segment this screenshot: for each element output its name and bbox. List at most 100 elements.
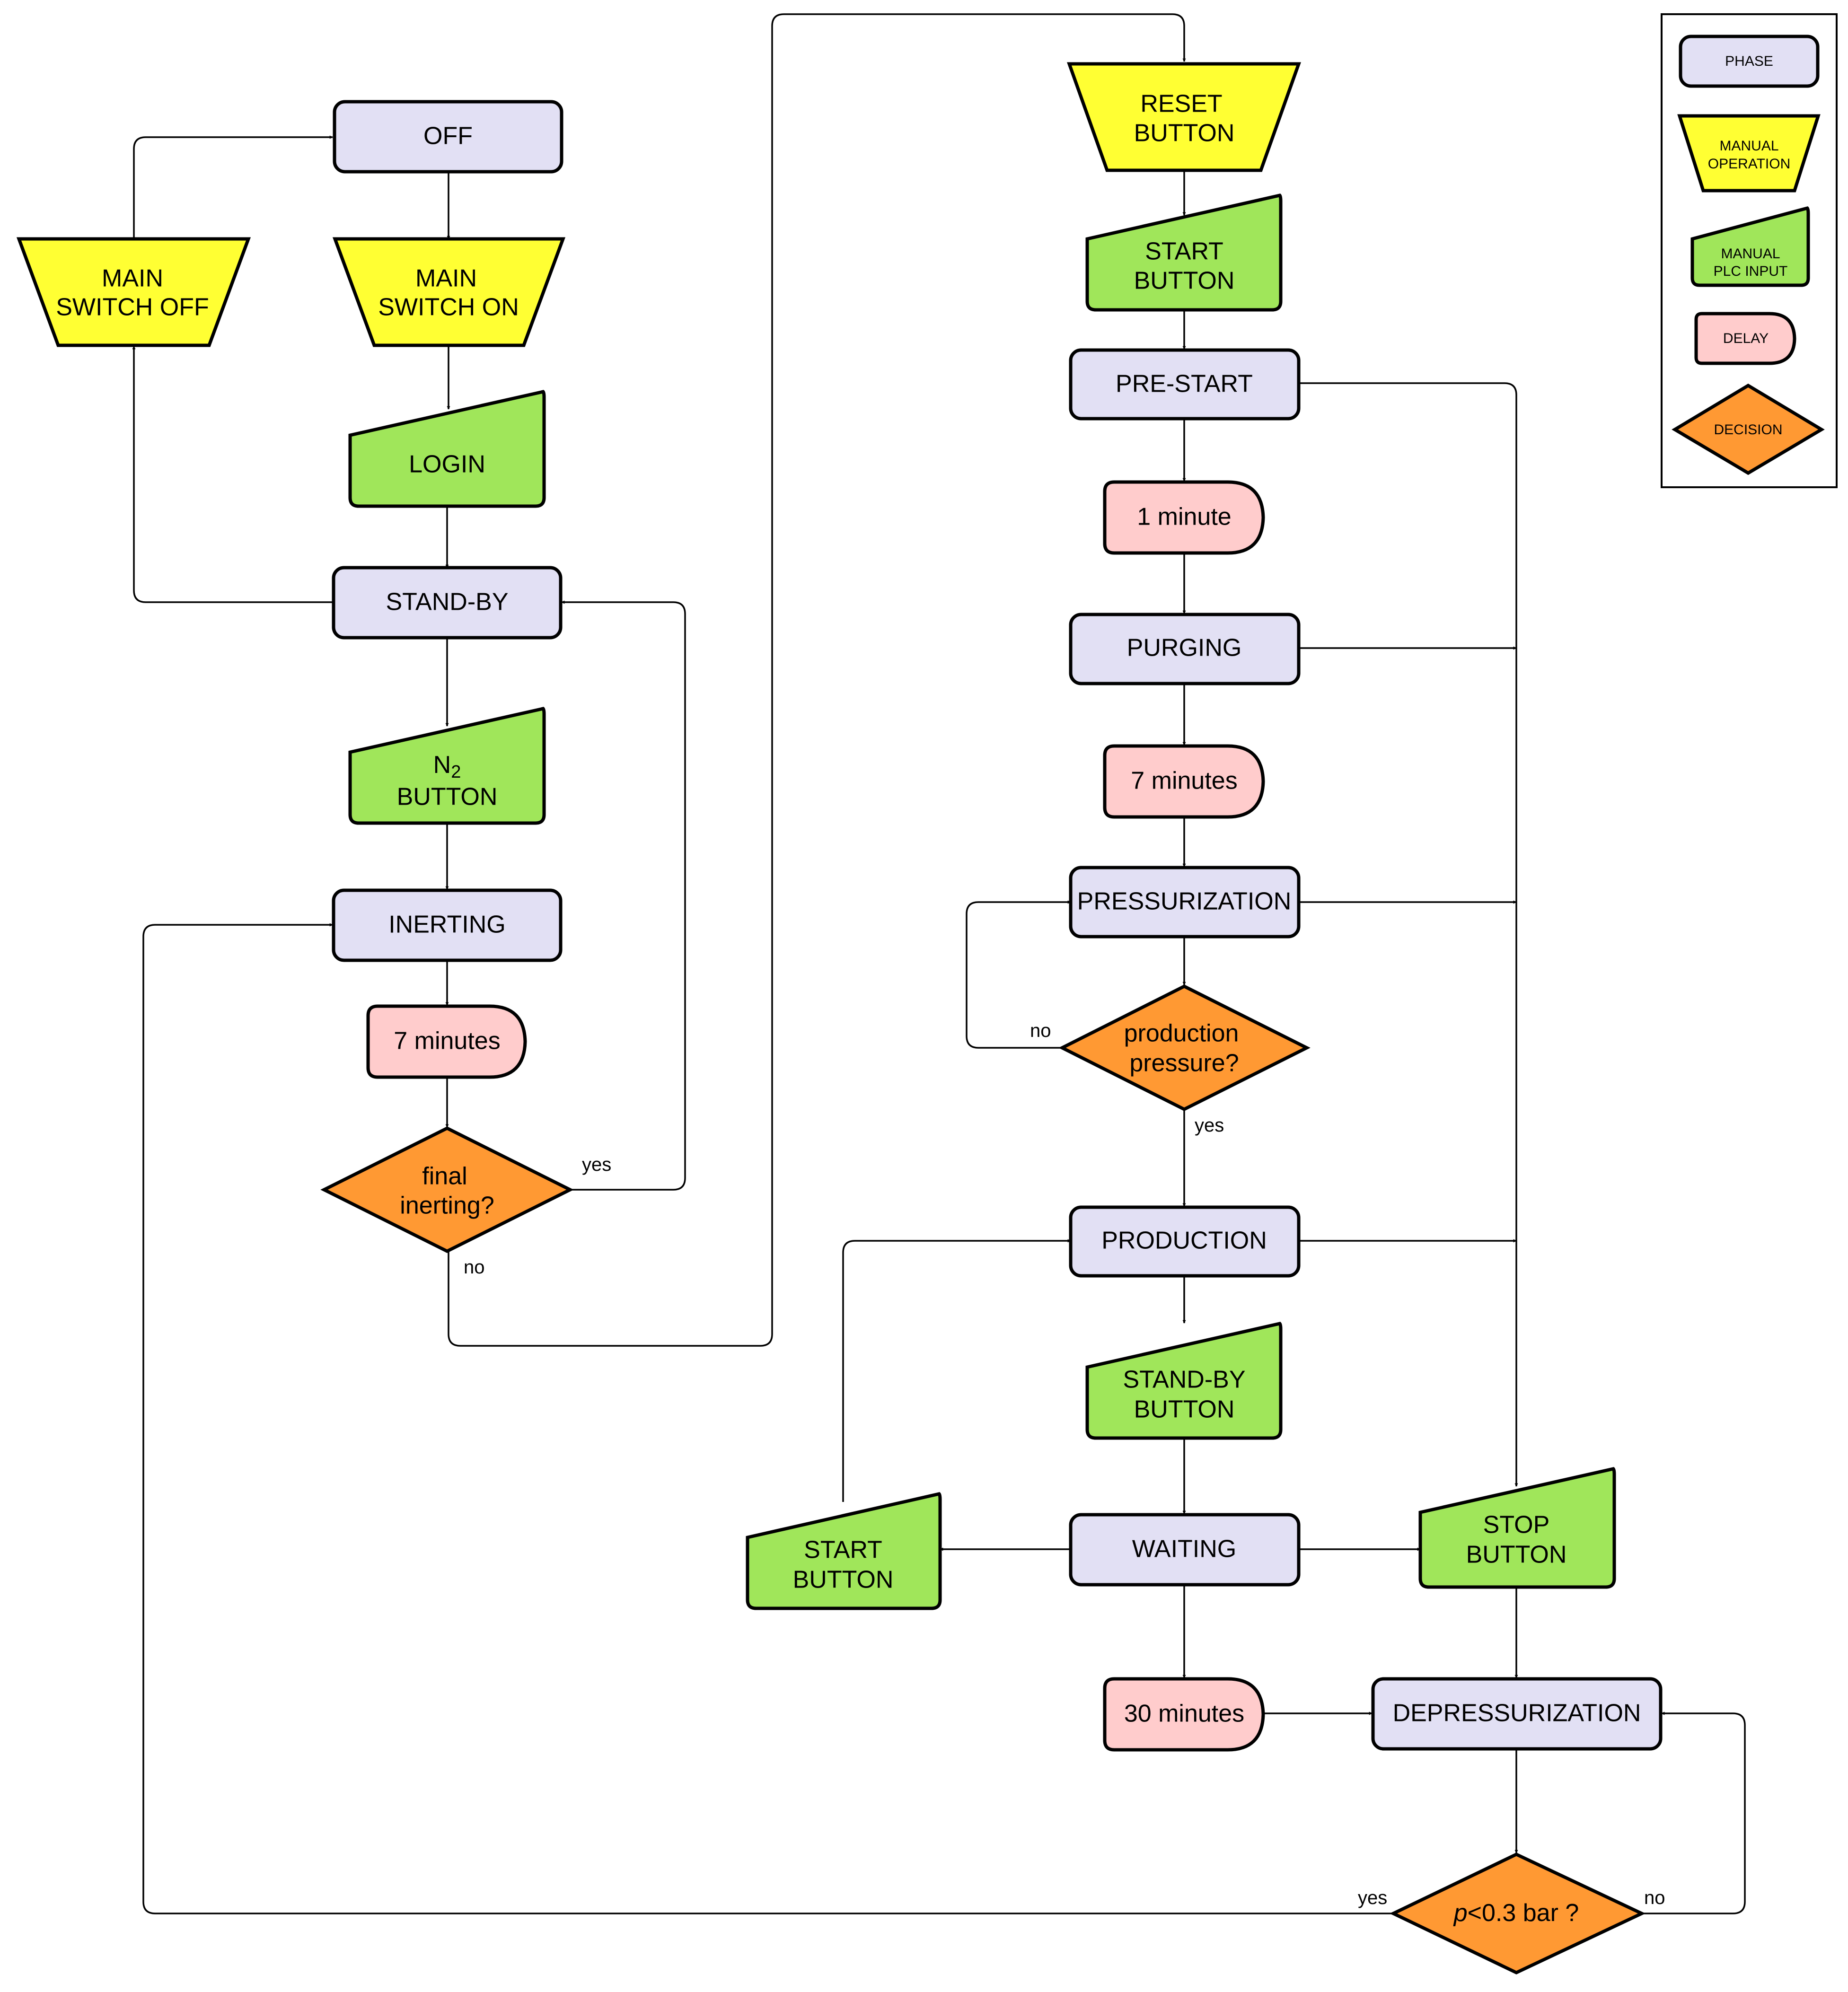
node-pressure-check: p<0.3 bar ? — [1389, 1852, 1646, 1974]
node-standby-button: STAND-BY BUTTON — [1085, 1322, 1283, 1440]
node-pressurization-label: PRESSURIZATION — [1077, 888, 1292, 915]
label-pressure-check-no: no — [1644, 1887, 1665, 1908]
node-start-button-top: START BUTTON — [1085, 193, 1283, 312]
edge-production-pressure-no-to-pressurization — [966, 900, 1071, 1049]
node-standby-button-label-2: BUTTON — [1134, 1396, 1235, 1423]
node-production-pressure-label-1: production — [1124, 1020, 1239, 1047]
node-inerting: INERTING — [332, 888, 563, 962]
node-off-label: OFF — [423, 123, 473, 150]
delay-shape — [1103, 1677, 1265, 1752]
node-final-inerting-label-2: inerting? — [400, 1192, 494, 1220]
label-final-inerting-no: no — [464, 1257, 485, 1278]
node-final-inerting-label-1: final — [422, 1163, 467, 1190]
node-depressurization-label: DEPRESSURIZATION — [1393, 1700, 1641, 1727]
node-standby-label: STAND-BY — [386, 588, 508, 616]
edge-pressure-check-yes-to-inerting — [142, 923, 1393, 1914]
node-start-button-top-label-2: BUTTON — [1134, 267, 1235, 295]
node-depressurization: DEPRESSURIZATION — [1371, 1677, 1663, 1751]
node-waiting: WAITING — [1069, 1513, 1301, 1587]
node-production-label: PRODUCTION — [1101, 1227, 1267, 1255]
node-login: LOGIN — [348, 390, 546, 508]
delay-shape — [366, 1004, 527, 1079]
node-delay-30min: 30 minutes — [1103, 1677, 1265, 1752]
node-standby: STAND-BY — [332, 566, 563, 640]
edge-final-inerting-no-to-reset — [448, 13, 1186, 1347]
node-production: PRODUCTION — [1069, 1205, 1301, 1278]
phase-box — [332, 566, 563, 640]
node-prestart-label: PRE-START — [1116, 370, 1253, 398]
edge-labels: yes no no yes yes no — [464, 1020, 1665, 1908]
phase-box — [1069, 348, 1301, 421]
legend-item-manual-operation: MANUAL OPERATION — [1677, 114, 1821, 193]
node-n2-button: N2 BUTTON — [348, 707, 546, 825]
legend-item-decision: DECISION — [1672, 383, 1825, 475]
node-delay-7min-a: 7 minutes — [366, 1004, 527, 1079]
node-reset-button: RESET BUTTON — [1067, 62, 1301, 172]
legend-phase-swatch — [1679, 35, 1820, 88]
node-production-pressure-label-2: pressure? — [1129, 1050, 1239, 1077]
node-reset-button-label-1: RESET — [1140, 90, 1222, 118]
node-stop-button-label-1: STOP — [1483, 1511, 1550, 1539]
edge-main-switch-off-to-off — [133, 135, 333, 239]
node-delay-30min-label: 30 minutes — [1124, 1700, 1244, 1728]
node-main-switch-on-label-1: MAIN — [415, 265, 477, 292]
legend-manual-operation-label-2: OPERATION — [1708, 156, 1790, 172]
node-start-button-bottom: START BUTTON — [746, 1492, 942, 1610]
node-standby-button-label-1: STAND-BY — [1123, 1366, 1245, 1394]
edge-start-button-to-production — [842, 1239, 1071, 1502]
node-delay-1min-label: 1 minute — [1137, 503, 1231, 531]
label-final-inerting-yes: yes — [582, 1154, 611, 1175]
manual-operation-shape — [1067, 62, 1301, 172]
label-production-pressure-yes: yes — [1195, 1115, 1224, 1136]
edges — [132, 13, 1746, 1914]
phase-box — [1069, 1513, 1301, 1587]
phase-box — [1069, 613, 1301, 685]
decision-shape — [320, 1126, 574, 1253]
delay-shape — [1103, 744, 1265, 819]
manual-plc-input-shape — [348, 707, 546, 825]
node-pressurization: PRESSURIZATION — [1069, 866, 1301, 939]
node-purging-label: PURGING — [1127, 634, 1242, 662]
legend: PHASE MANUAL OPERATION MANUAL PLC INPUT … — [1661, 13, 1838, 488]
edge-final-inerting-yes-to-standby — [561, 600, 686, 1191]
manual-operation-shape — [16, 237, 251, 347]
manual-plc-input-shape — [746, 1492, 942, 1610]
node-main-switch-off: MAIN SWITCH OFF — [16, 237, 251, 347]
phase-box — [1069, 866, 1301, 939]
node-start-button-top-label-1: START — [1145, 238, 1223, 265]
node-production-pressure: production pressure? — [1058, 984, 1311, 1111]
edge-standby-to-main-switch-off — [132, 346, 334, 603]
node-delay-1min: 1 minute — [1103, 480, 1265, 555]
node-main-switch-on: MAIN SWITCH ON — [332, 237, 566, 347]
node-main-switch-on-label-2: SWITCH ON — [378, 294, 519, 321]
n2-symbol: N — [433, 751, 451, 779]
node-final-inerting: final inerting? — [320, 1126, 574, 1253]
edge-pressure-check-no-to-depressurization — [1642, 1711, 1746, 1914]
node-waiting-label: WAITING — [1132, 1536, 1237, 1563]
manual-plc-input-shape — [1085, 193, 1283, 312]
node-main-switch-off-label-1: MAIN — [102, 265, 163, 292]
legend-manual-plc-input-swatch — [1690, 206, 1810, 287]
node-main-switch-off-label-2: SWITCH OFF — [56, 294, 209, 321]
manual-plc-input-shape — [1418, 1467, 1616, 1589]
phase-box — [1069, 1205, 1301, 1278]
phase-box — [1371, 1677, 1663, 1751]
decision-shape — [1389, 1852, 1646, 1974]
label-production-pressure-no: no — [1030, 1020, 1051, 1041]
edge-bus-to-stop-button — [1299, 382, 1518, 1487]
node-inerting-label: INERTING — [388, 911, 506, 939]
pressure-variable: p — [1453, 1899, 1468, 1927]
label-pressure-check-yes: yes — [1358, 1887, 1387, 1908]
manual-plc-input-shape — [1085, 1322, 1283, 1440]
manual-operation-shape — [332, 237, 566, 347]
legend-phase-label: PHASE — [1725, 53, 1773, 69]
legend-delay-label: DELAY — [1723, 331, 1769, 346]
node-n2-button-label-1: N2 — [433, 751, 461, 782]
node-n2-button-label-2: BUTTON — [397, 783, 498, 811]
node-start-button-bottom-label-2: BUTTON — [793, 1566, 894, 1594]
pressure-threshold: <0.3 bar ? — [1468, 1899, 1579, 1927]
node-start-button-bottom-label-1: START — [804, 1536, 882, 1564]
legend-delay-swatch — [1694, 312, 1796, 365]
node-stop-button: STOP BUTTON — [1418, 1467, 1616, 1589]
